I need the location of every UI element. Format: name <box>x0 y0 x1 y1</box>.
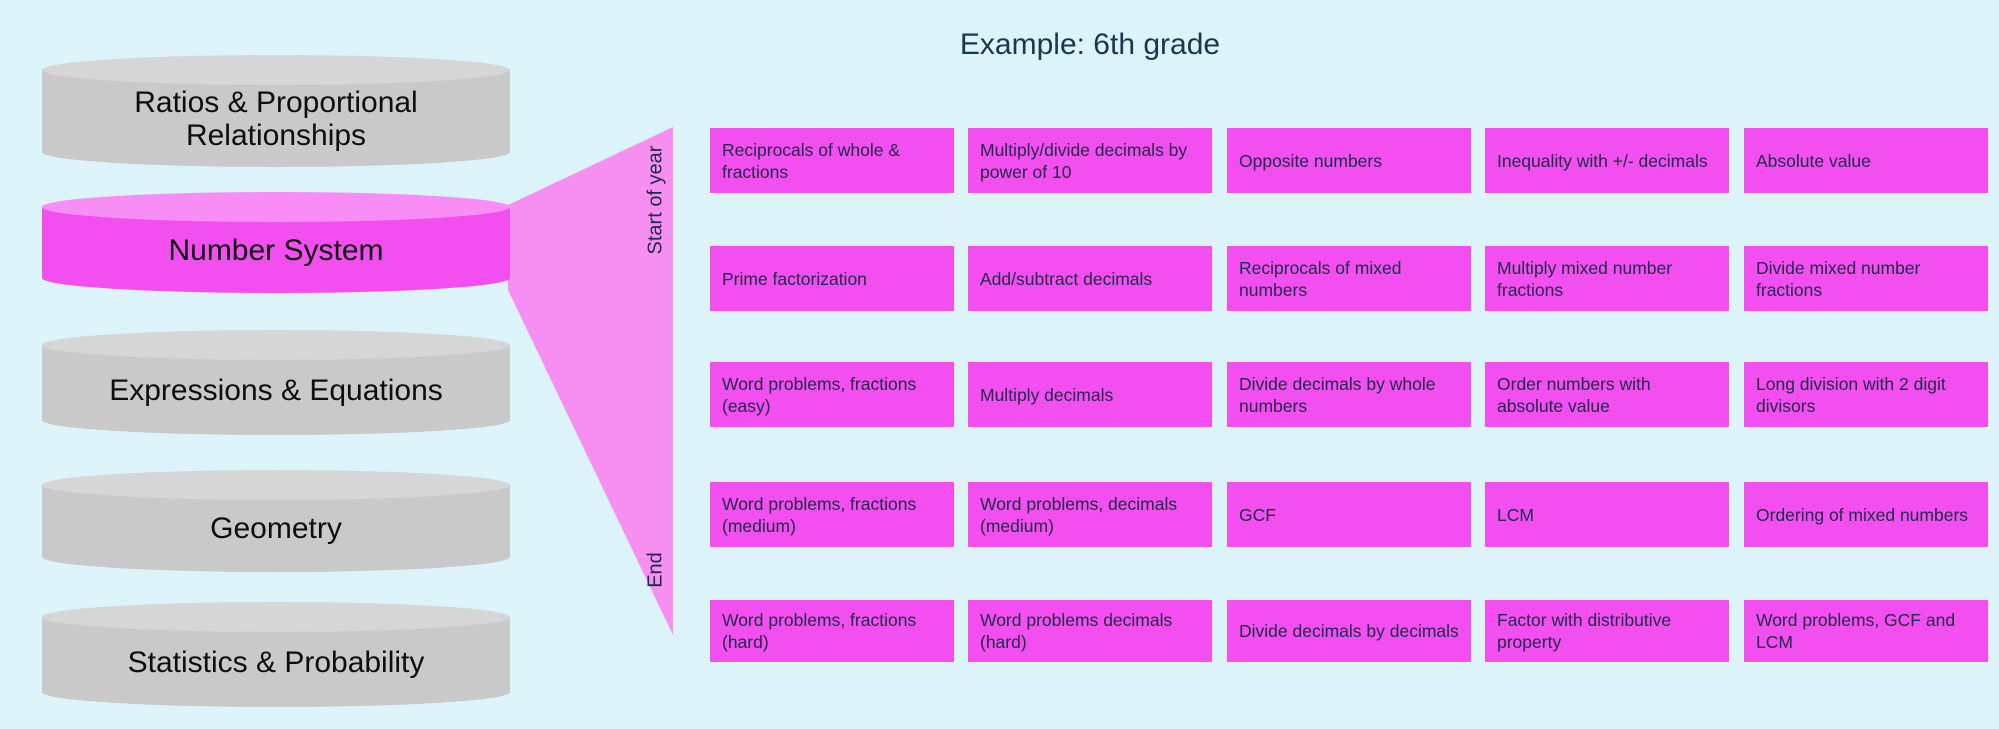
cylinder-number-system: Number System <box>42 192 510 293</box>
topic-cell: Absolute value <box>1744 128 1988 193</box>
topic-cell: Multiply/divide decimals by power of 10 <box>968 128 1212 193</box>
topic-cell: Inequality with +/- decimals <box>1485 128 1729 193</box>
topic-cell: Add/subtract decimals <box>968 246 1212 311</box>
topic-cell: Word problems, GCF and LCM <box>1744 600 1988 662</box>
topic-cell: Word problems, fractions (hard) <box>710 600 954 662</box>
topic-cell: Word problems decimals (hard) <box>968 600 1212 662</box>
cylinder-ratios-proportional: Ratios & Proportional Relationships <box>42 55 510 167</box>
topic-cell: Word problems, fractions (medium) <box>710 482 954 547</box>
topic-cell: Reciprocals of mixed numbers <box>1227 246 1471 311</box>
topic-cell: Factor with distributive property <box>1485 600 1729 662</box>
slide-title: Example: 6th grade <box>959 28 1221 61</box>
topic-cell: Reciprocals of whole & fractions <box>710 128 954 193</box>
cylinder-label: Ratios & Proportional Relationships <box>134 85 418 152</box>
topic-cell: LCM <box>1485 482 1729 547</box>
cylinder-label: Statistics & Probability <box>127 645 425 679</box>
cylinder-body <box>42 70 510 167</box>
topic-cell: Prime factorization <box>710 246 954 311</box>
topic-cell: Ordering of mixed numbers <box>1744 482 1988 547</box>
cylinder-statistics-probability: Statistics & Probability <box>42 602 510 707</box>
cylinder-expressions-equations: Expressions & Equations <box>42 330 510 435</box>
cylinder-body <box>42 345 510 435</box>
topic-cell: Multiply decimals <box>968 362 1212 427</box>
cylinder-top-ellipse <box>42 602 510 632</box>
cylinder-label: Expressions & Equations <box>109 373 443 407</box>
topic-cell: Divide mixed number fractions <box>1744 246 1988 311</box>
end-label: End <box>644 552 667 588</box>
topic-cell: Opposite numbers <box>1227 128 1471 193</box>
topic-cell: Word problems, fractions (easy) <box>710 362 954 427</box>
topic-cell: GCF <box>1227 482 1471 547</box>
topic-cell: Divide decimals by decimals <box>1227 600 1471 662</box>
topic-cell: Divide decimals by whole numbers <box>1227 362 1471 427</box>
cylinder-top-ellipse <box>42 330 510 360</box>
topic-cell: Multiply mixed number fractions <box>1485 246 1729 311</box>
topic-cell: Word problems, decimals (medium) <box>968 482 1212 547</box>
topic-cell: Long division with 2 digit divisors <box>1744 362 1988 427</box>
cylinder-top-ellipse <box>42 470 510 500</box>
cylinder-top-ellipse <box>42 192 510 222</box>
topic-cell: Order numbers with absolute value <box>1485 362 1729 427</box>
start-of-year-label: Start of year <box>644 145 667 255</box>
cylinder-label: Number System <box>168 233 384 267</box>
cylinder-body <box>42 617 510 707</box>
cylinder-top-ellipse <box>42 55 510 85</box>
cylinder-geometry: Geometry <box>42 470 510 572</box>
cylinder-label: Geometry <box>210 512 342 545</box>
